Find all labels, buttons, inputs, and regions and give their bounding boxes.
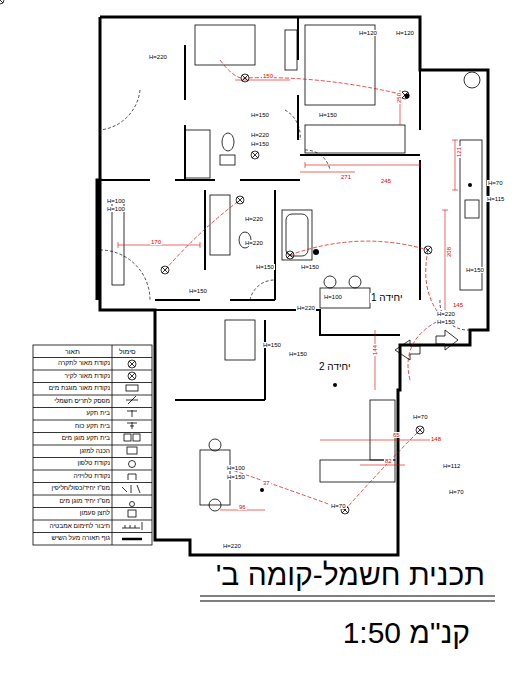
legend-text: מפ"ז יחיד/כפול/חליפין — [51, 485, 110, 492]
mount-height: H=220 — [244, 240, 264, 246]
mount-height: H=150 — [188, 288, 208, 294]
mount-height: H=220 — [250, 132, 270, 138]
legend-text: נקודת טלפון — [77, 460, 110, 467]
mount-height: H=115 — [486, 196, 505, 202]
dimension: 65 — [392, 432, 401, 438]
legend-text: לחצן פעמון — [80, 510, 110, 517]
table-header: סימול — [118, 348, 137, 355]
mount-height: H=220 — [222, 543, 242, 549]
mount-height: H=70 — [448, 489, 465, 495]
scale-caption: קנ"מ 1:50 — [343, 618, 470, 648]
mount-height: H=150 — [288, 351, 308, 357]
mount-height: H=150 — [300, 264, 320, 270]
legend-text: בית תקע כוח — [75, 423, 110, 430]
mount-height: H=150 — [250, 112, 270, 118]
mount-height: H=220 — [436, 311, 456, 317]
legend-text: מפ"ז יחיד מוגן מים — [60, 498, 110, 505]
unit-name: יחידה 2 — [318, 362, 352, 372]
legend-text: נקודת מאור מוגנת מים — [49, 385, 110, 392]
dimension: 82 — [384, 458, 393, 464]
legend-text: נקודת מאור לתקרה — [58, 360, 110, 367]
mount-height: H=150 — [436, 319, 456, 325]
mount-height: H=100 — [226, 465, 246, 471]
dimension: 208 — [446, 246, 452, 258]
legend-text: נקודת מאור לקיר — [64, 373, 110, 380]
mount-height: H=70 — [487, 180, 504, 186]
legend-text: הכנה למזגן — [80, 448, 110, 455]
unit-name: יחידה 1 — [370, 293, 404, 303]
mount-height: H=150 — [226, 474, 246, 480]
legend-text: מפסק לתריס חשמלי — [54, 398, 110, 405]
plan-title: תכנית חשמל-קומה ב' — [216, 560, 485, 590]
mount-height: H=100 — [106, 206, 126, 212]
mount-height: H=120 — [358, 30, 378, 36]
dimension: 170 — [150, 239, 162, 245]
dimension: 150 — [262, 73, 274, 79]
dimension: 148 — [430, 436, 442, 442]
dimension: 145 — [452, 302, 464, 308]
mount-height: H=150 — [250, 141, 270, 147]
mount-height: H=220 — [244, 216, 264, 222]
mount-height: H=220 — [296, 305, 316, 311]
dimension: 245 — [380, 178, 392, 184]
legend-text: נקודת טלויזיה — [74, 473, 110, 480]
mount-height: H=150 — [255, 264, 275, 270]
mount-height: H=150 — [262, 342, 282, 348]
mount-height: H=220 — [148, 54, 168, 60]
legend-text: בית תקע — [86, 410, 110, 417]
legend-text: חיבור לחימום אמבטיה — [49, 523, 110, 530]
mount-height: H=150 — [318, 112, 338, 118]
dimension: 37 — [262, 480, 271, 486]
mount-height: H=100 — [323, 294, 343, 300]
dimension: 96 — [238, 504, 247, 510]
table-header: תאור — [64, 348, 81, 355]
legend-text: גוף תאורה מעל השיש — [52, 535, 111, 542]
mount-height: H=150 — [465, 267, 485, 273]
mount-height: H=70 — [330, 503, 347, 509]
dimension: 144 — [372, 344, 378, 356]
dimension: 121 — [456, 146, 462, 158]
dimension: 250 — [396, 92, 402, 104]
mount-height: H=70 — [412, 414, 429, 420]
legend-text: בית תקע מוגן מים — [62, 435, 110, 442]
mount-height: H=112 — [442, 463, 461, 469]
dimension: 271 — [340, 174, 352, 180]
mount-height: H=120 — [395, 30, 415, 36]
mount-height: H=100 — [106, 198, 126, 204]
